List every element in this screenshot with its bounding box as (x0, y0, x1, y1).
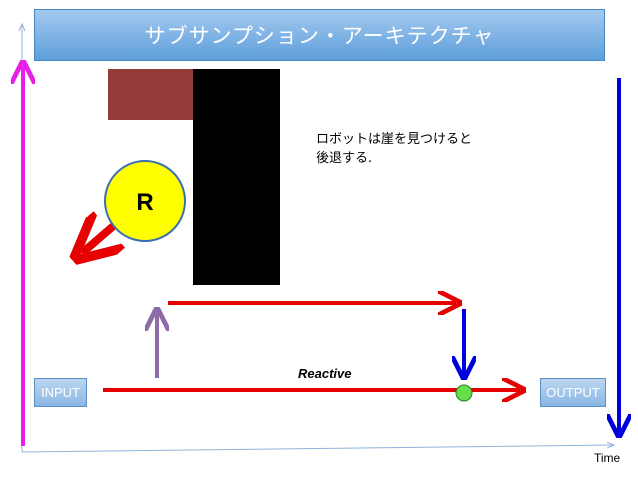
reactive-label: Reactive (298, 366, 352, 381)
cliff-top-block (108, 69, 198, 120)
title-banner: サブサンプション・アーキテクチャ (34, 9, 605, 61)
robot-label: R (136, 189, 153, 216)
cliff-block (193, 69, 280, 285)
cliff-note: ロボットは崖を見つけると 後退する. (316, 130, 516, 168)
input-label: INPUT (41, 385, 80, 400)
time-axis (21, 445, 614, 453)
output-box: OUTPUT (540, 378, 606, 407)
suppression-node (455, 384, 473, 402)
page-title: サブサンプション・アーキテクチャ (144, 24, 495, 48)
output-label: OUTPUT (546, 385, 600, 400)
input-box: INPUT (34, 378, 87, 407)
robot-reverse-arrow (82, 222, 118, 253)
time-label: Time (594, 451, 621, 465)
note-line-2: 後退する. (316, 151, 373, 166)
note-line-1: ロボットは崖を見つけると (316, 132, 473, 147)
robot-circle (104, 160, 186, 242)
